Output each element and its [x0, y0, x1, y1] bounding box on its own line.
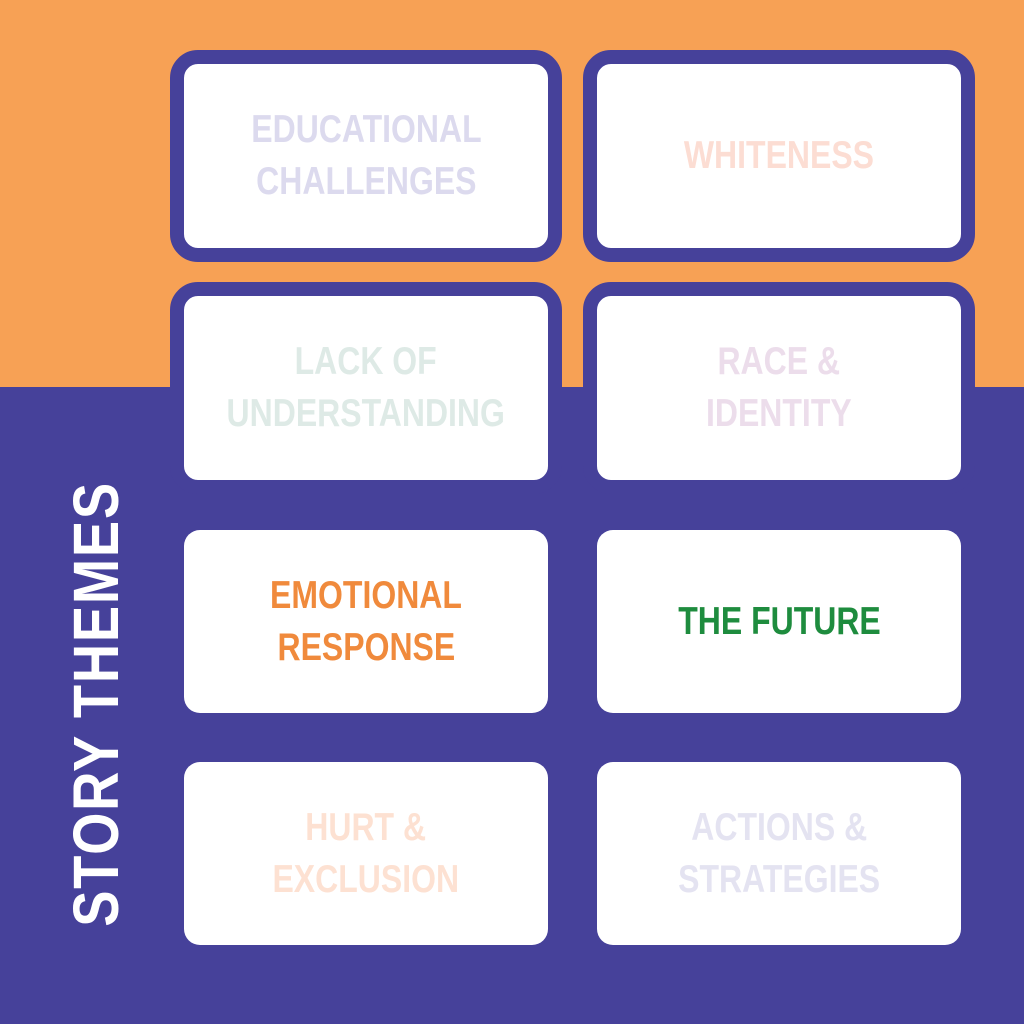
theme-card-whiteness[interactable]: WHITENESS: [583, 50, 975, 262]
theme-card-emotional-response[interactable]: EMOTIONAL RESPONSE: [184, 530, 548, 713]
theme-label: EMOTIONAL: [270, 573, 462, 617]
theme-label: ACTIONS &: [691, 805, 867, 849]
theme-label: UNDERSTANDING: [226, 392, 506, 435]
title-text: STORY THEMES: [60, 481, 132, 927]
theme-label: LACK OF: [294, 340, 438, 383]
theme-label: THE FUTURE: [677, 599, 881, 643]
theme-card-lack-of-understanding[interactable]: LACK OF UNDERSTANDING: [170, 282, 562, 494]
theme-label: STRATEGIES: [678, 857, 880, 901]
theme-label: WHITENESS: [683, 134, 875, 177]
theme-card-actions-strategies[interactable]: ACTIONS & STRATEGIES: [597, 762, 961, 945]
theme-label: EXCLUSION: [272, 857, 460, 901]
theme-label: IDENTITY: [706, 392, 852, 435]
theme-card-the-future[interactable]: THE FUTURE: [597, 530, 961, 713]
theme-label: RACE &: [717, 340, 841, 383]
theme-card-educational-challenges[interactable]: EDUCATIONAL CHALLENGES: [170, 50, 562, 262]
theme-label: EDUCATIONAL: [250, 108, 482, 151]
theme-label: CHALLENGES: [255, 160, 477, 203]
story-themes-title: STORY THEMES: [59, 442, 133, 966]
theme-card-race-identity[interactable]: RACE & IDENTITY: [583, 282, 975, 494]
theme-label: HURT &: [305, 805, 427, 849]
theme-label: RESPONSE: [277, 625, 455, 669]
theme-card-hurt-exclusion[interactable]: HURT & EXCLUSION: [184, 762, 548, 945]
